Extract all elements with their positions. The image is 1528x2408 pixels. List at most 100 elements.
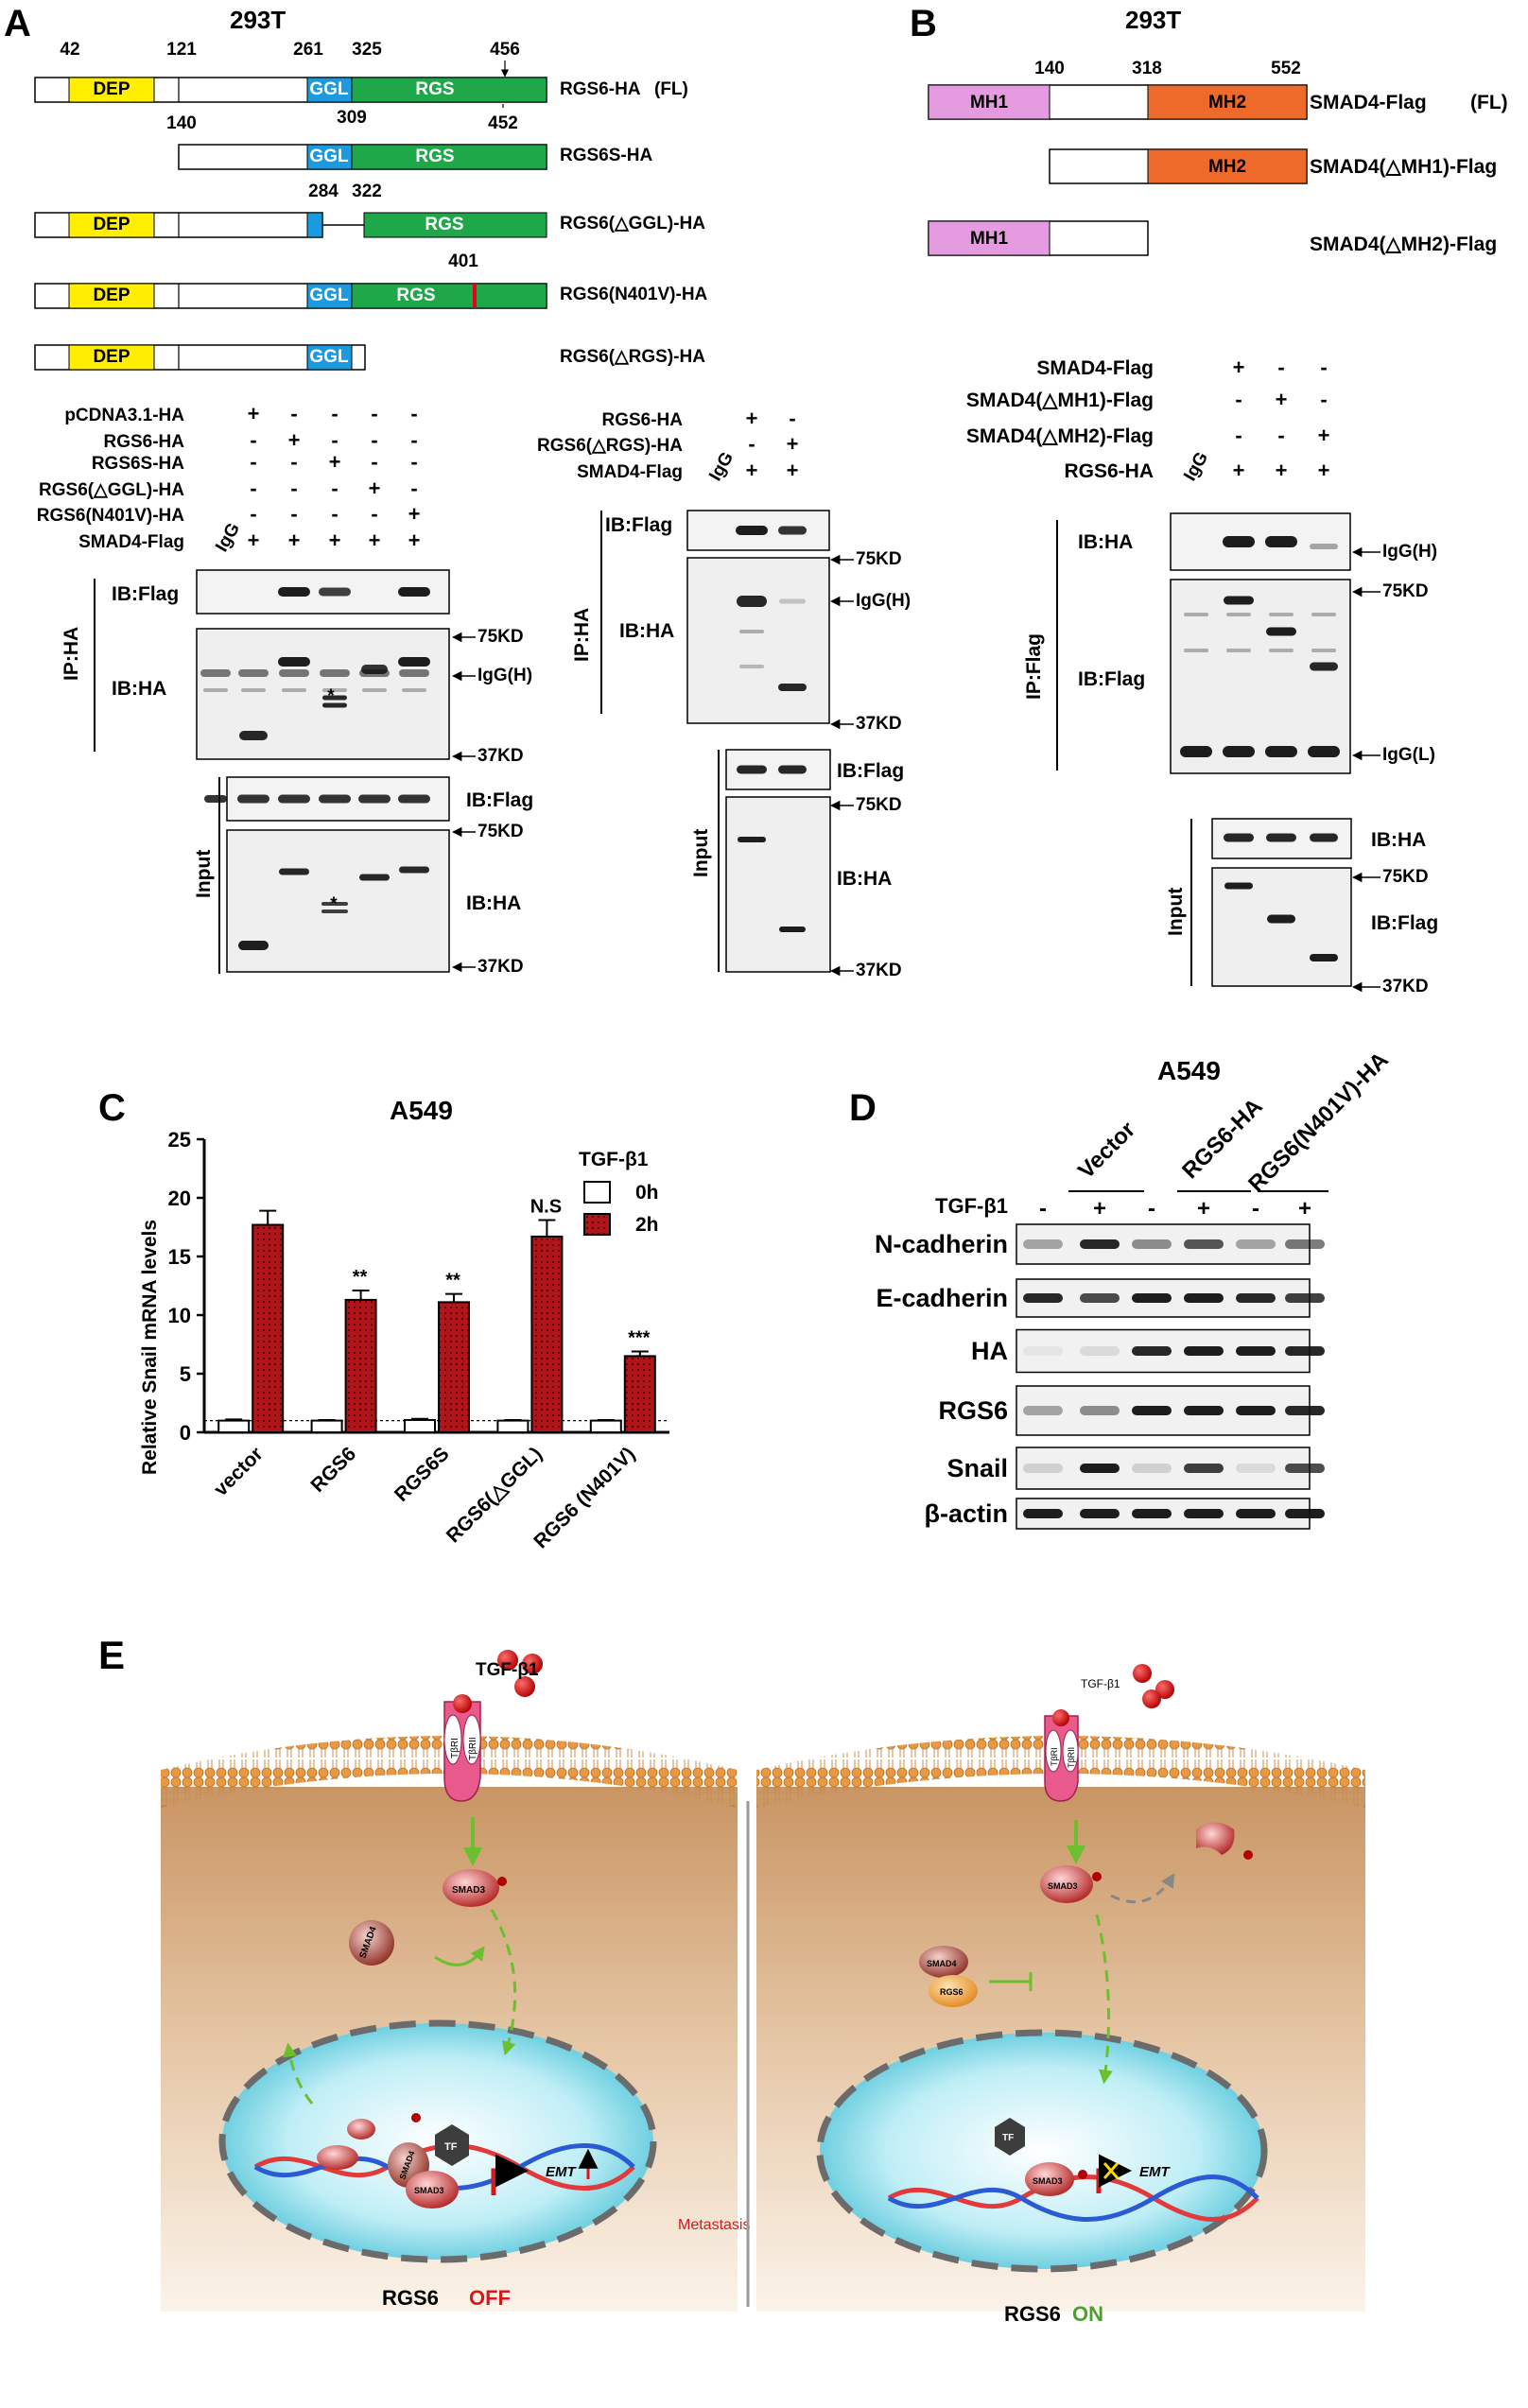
blot-band (358, 794, 391, 804)
mw-marker: 75KD (1382, 581, 1429, 601)
significance-label: N.S (530, 1197, 562, 1218)
domain-dep: DEP (93, 347, 130, 367)
sign-mark: + (288, 428, 301, 452)
mw-marker: 37KD (856, 714, 902, 734)
y-axis-label: Relative Snail mRNA levels (139, 1220, 161, 1475)
construct-label: RGS6-HA (560, 79, 641, 99)
blotB-ip: IP:Flag IB:HA IB:Flag IgG(H) 75KD IgG(L) (1023, 512, 1437, 774)
mw-marker: 37KD (1382, 977, 1429, 996)
blot-band (1285, 1293, 1325, 1303)
blot-band (279, 669, 309, 677)
smad4 (349, 1920, 394, 1966)
condition-label: SMAD4-Flag (1036, 357, 1154, 379)
bar-0h (217, 1419, 251, 1433)
blot-band (1311, 613, 1336, 616)
blot-band (200, 669, 231, 677)
protein-label: N-cadherin (875, 1230, 1008, 1258)
igg-h-marker: IgG(H) (478, 666, 532, 685)
blot-band (1184, 1406, 1224, 1415)
state-on: ON (1072, 2302, 1103, 2326)
panel-title: 293T (1125, 6, 1181, 34)
pos-label: 261 (293, 40, 323, 60)
bar-2h (252, 1223, 285, 1434)
sign-mark: - (250, 476, 256, 500)
ligand-label: TGF-β1 (476, 1660, 539, 1680)
panel-letter: A (4, 3, 31, 44)
ligand-label: TGF-β1 (1081, 1677, 1120, 1690)
blot-band (322, 702, 347, 708)
y-tick-label: 10 (168, 1304, 191, 1327)
bar-0h (496, 1419, 530, 1433)
ib-label: IB:HA (1371, 829, 1426, 851)
receptor-label: TβRII (1067, 1747, 1076, 1768)
tgf-ligand (514, 1676, 535, 1697)
panel-a: A 293T DEP GGL RGS 42 121 261 325 456 RG… (4, 3, 911, 980)
construct-label: SMAD4(△MH1)-Flag (1310, 156, 1497, 178)
state-prefix: RGS6 (1004, 2302, 1061, 2326)
construct-rgs6-dggl: 284 322 DEP RGS RGS6(△GGL)-HA (34, 182, 705, 238)
blot-band (1236, 1464, 1276, 1473)
blot1-ip: IP:HA IB:Flag IB:HA 75KD IgG(H) 37KD * (61, 569, 532, 766)
legend-label-0h: 0h (635, 1182, 659, 1204)
sign-mark: - (290, 476, 297, 500)
sign-mark: - (1277, 355, 1284, 379)
sign-mark: - (250, 450, 256, 474)
smad3-label: SMAD3 (452, 1885, 485, 1896)
sign-mark: + (1318, 424, 1330, 447)
chart-title: A549 (390, 1096, 453, 1125)
group-label: Vector (1073, 1117, 1140, 1184)
construct-smad4-fl: MH1 MH2 SMAD4-Flag (FL) (928, 84, 1508, 120)
blot-band (1132, 1293, 1172, 1303)
pos-label: 309 (337, 108, 367, 128)
construct-label: SMAD4-Flag (1310, 92, 1427, 113)
ib-label: IB:Flag (837, 760, 904, 782)
sign-mark: - (331, 476, 338, 500)
blot-band (1236, 1509, 1276, 1518)
panel-title: 293T (230, 6, 286, 34)
blot-band (1132, 1346, 1172, 1356)
blot-band (779, 598, 806, 604)
blot-band (1023, 1406, 1063, 1415)
ib-label: IB:Flag (1371, 912, 1438, 934)
blot-band (736, 526, 768, 535)
blot-band (1224, 596, 1254, 605)
sign-mark: - (371, 402, 377, 425)
blot-band (1269, 649, 1294, 652)
blot-band (1285, 1239, 1325, 1249)
tf-label: TF (444, 2141, 458, 2153)
sign-mark: + (329, 450, 341, 474)
construct-rgs6-drgs: DEP GGL RGS6(△RGS)-HA (34, 344, 705, 371)
domain-ggl: GGL (309, 286, 349, 305)
blot-band (1311, 649, 1336, 652)
pos-label: 452 (488, 113, 518, 133)
condition-label: RGS6(△GGL)-HA (39, 480, 184, 500)
blot-band (399, 866, 429, 874)
nucleus (816, 2029, 1268, 2273)
panel-d: D A549 Vector RGS6-HA RGS6(N401V)-HA TGF… (849, 1048, 1394, 1530)
sign-mark: + (369, 476, 381, 500)
significance-label: *** (628, 1327, 651, 1348)
panel-letter: D (849, 1087, 877, 1129)
blot-band (1080, 1293, 1120, 1303)
bar-2h (438, 1301, 470, 1433)
domain-dep: DEP (93, 215, 130, 234)
blot-band (238, 669, 269, 677)
bar-0h (404, 1418, 436, 1433)
blot-band (1180, 746, 1212, 757)
input-label: Input (193, 850, 215, 898)
sign-mark: - (371, 428, 377, 452)
blot-band (1308, 746, 1340, 757)
panel-letter: C (98, 1087, 126, 1129)
panel-title: A549 (1157, 1056, 1221, 1085)
blot-band (1080, 1346, 1120, 1356)
blot-band (402, 688, 426, 692)
sign-mark: - (331, 402, 338, 425)
blot-band (1310, 954, 1338, 961)
condition-label: RGS6S-HA (92, 454, 184, 474)
blotB-input: Input IB:HA IB:Flag 75KD 37KD (1165, 818, 1438, 996)
blot-band (1226, 613, 1251, 616)
sign-mark: - (1277, 424, 1284, 447)
igg-l-marker: IgG(L) (1382, 745, 1435, 765)
sign-mark: - (1235, 424, 1242, 447)
emt-label: EMT (1139, 2164, 1172, 2180)
